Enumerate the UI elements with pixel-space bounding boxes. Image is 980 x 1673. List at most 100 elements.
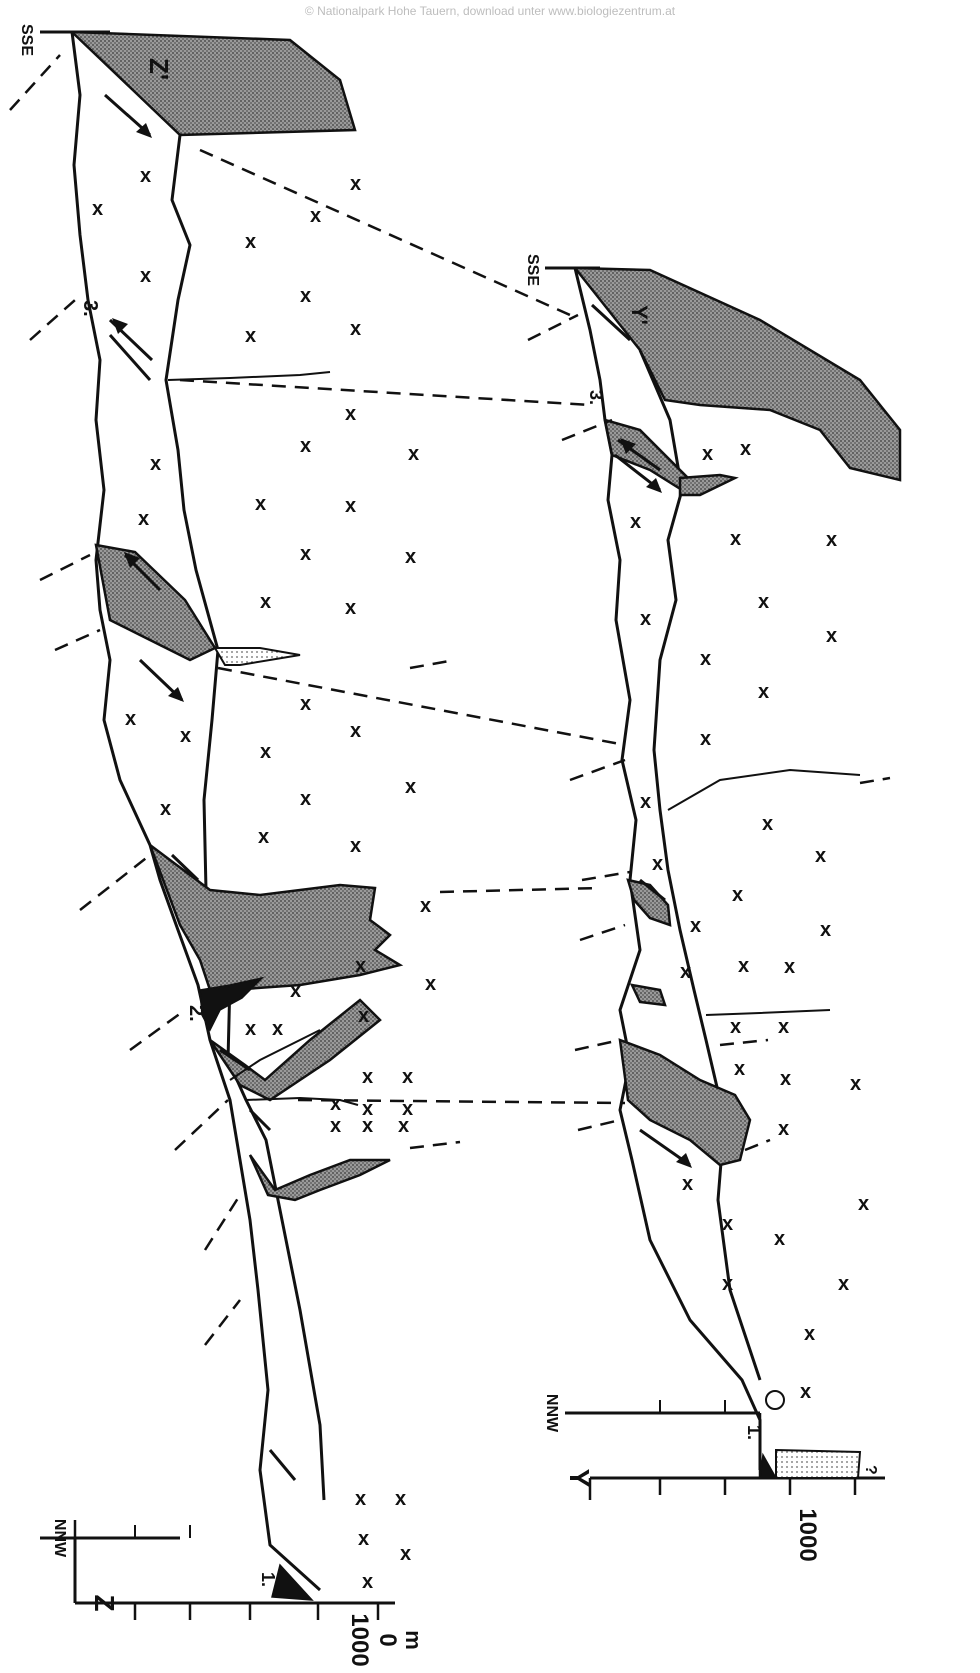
svg-text:x: x [730, 1016, 741, 1038]
svg-text:x: x [350, 318, 361, 340]
svg-text:x: x [682, 1173, 693, 1195]
svg-text:x: x [722, 1213, 733, 1235]
profile-y-question: ? [862, 1465, 879, 1475]
svg-text:x: x [826, 529, 837, 551]
svg-text:x: x [345, 403, 356, 425]
profile-y-sse-label: SSE [524, 254, 541, 286]
svg-text:x: x [140, 265, 151, 287]
svg-text:x: x [420, 895, 431, 917]
svg-text:x: x [345, 495, 356, 517]
svg-text:x: x [310, 205, 321, 227]
svg-text:x: x [92, 198, 103, 220]
profile-z-dash-traces [10, 55, 460, 1345]
profile-z-sse-label: SSE [18, 24, 35, 56]
svg-text:x: x [758, 591, 769, 613]
profile-y-lower-unit [620, 1040, 750, 1165]
svg-text:x: x [300, 788, 311, 810]
profile-z-label: Z [89, 1594, 120, 1611]
svg-text:x: x [290, 980, 301, 1002]
svg-text:x: x [850, 1073, 861, 1095]
svg-text:x: x [732, 884, 743, 906]
svg-text:x: x [272, 1018, 283, 1040]
svg-text:x: x [758, 681, 769, 703]
profile-z-lower-wedge [210, 1000, 380, 1100]
profile-z-nnw-label: NNW [51, 1519, 68, 1558]
profile-z-lens-upper-tail [215, 648, 300, 665]
svg-text:x: x [150, 453, 161, 475]
svg-text:x: x [408, 443, 419, 465]
svg-text:x: x [425, 973, 436, 995]
svg-text:x: x [395, 1488, 406, 1510]
profile-y-zone-1: 1. [744, 1425, 764, 1440]
svg-text:x: x [300, 693, 311, 715]
profile-y-nnw-label: NNW [543, 1394, 560, 1433]
svg-text:x: x [245, 231, 256, 253]
svg-text:x: x [160, 798, 171, 820]
profile-y-circle-symbol [766, 1391, 784, 1409]
svg-text:x: x [838, 1273, 849, 1295]
svg-text:x: x [680, 961, 691, 983]
profile-z-end-label: Z' [144, 58, 174, 80]
svg-text:x: x [630, 511, 641, 533]
svg-text:x: x [260, 741, 271, 763]
svg-text:x: x [180, 725, 191, 747]
profile-z-top-unit [72, 32, 355, 135]
svg-text:x: x [652, 853, 663, 875]
svg-text:x: x [330, 1115, 341, 1137]
svg-text:x: x [700, 728, 711, 750]
profile-z-elevation-label: 1000 [346, 1613, 373, 1666]
svg-text:x: x [400, 1543, 411, 1565]
profile-y-boundary-1 [668, 770, 860, 810]
profile-y-zone-3: 3. [586, 390, 606, 405]
svg-text:x: x [362, 1571, 373, 1593]
profile-z-fault-arrows [105, 95, 295, 1480]
profile-z-zero-label: 0 [374, 1633, 401, 1646]
svg-text:x: x [350, 720, 361, 742]
svg-text:x: x [734, 1058, 745, 1080]
svg-text:x: x [405, 546, 416, 568]
svg-text:x: x [350, 173, 361, 195]
svg-text:x: x [640, 791, 651, 813]
svg-text:x: x [738, 955, 749, 977]
profile-z-surface [72, 32, 320, 1590]
svg-text:x: x [640, 608, 651, 630]
profile-y: Y NNW 1000 ? SSE Y' 1. 3. [524, 254, 900, 1562]
svg-text:x: x [140, 165, 151, 187]
profile-y-label: Y [564, 1469, 595, 1488]
svg-text:x: x [780, 1068, 791, 1090]
svg-text:x: x [405, 776, 416, 798]
svg-text:x: x [362, 1115, 373, 1137]
svg-text:x: x [138, 508, 149, 530]
profile-y-lens-tail [680, 475, 735, 495]
profile-z: Z NNW 1000 0 m SSE Z' 1. 2. 3. [10, 24, 460, 1667]
profile-y-mid-unit-b [632, 985, 665, 1005]
svg-text:x: x [300, 285, 311, 307]
profile-y-base-triangle [760, 1455, 776, 1478]
profile-z-zone-2: 2. [185, 1005, 207, 1022]
svg-text:x: x [762, 813, 773, 835]
svg-text:x: x [804, 1323, 815, 1345]
svg-text:x: x [330, 1093, 341, 1115]
svg-text:x: x [800, 1381, 811, 1403]
svg-text:x: x [402, 1066, 413, 1088]
svg-text:x: x [358, 1528, 369, 1550]
svg-text:x: x [826, 625, 837, 647]
profile-z-unit-label: m [401, 1630, 426, 1650]
profile-y-elevation-label: 1000 [794, 1508, 821, 1561]
profile-z-lens-upper [96, 545, 215, 660]
profile-z-boundary-1 [168, 372, 330, 380]
svg-text:x: x [700, 648, 711, 670]
profile-z-zone-1: 1. [258, 1572, 278, 1587]
svg-text:x: x [245, 1018, 256, 1040]
profile-y-end-label: Y' [627, 305, 652, 325]
svg-text:x: x [300, 543, 311, 565]
profile-y-boundary-2 [706, 1010, 830, 1015]
profile-y-base-fill [776, 1450, 860, 1478]
svg-text:x: x [258, 826, 269, 848]
svg-text:x: x [125, 708, 136, 730]
svg-text:x: x [774, 1228, 785, 1250]
svg-text:x: x [355, 1488, 366, 1510]
svg-text:x: x [820, 919, 831, 941]
